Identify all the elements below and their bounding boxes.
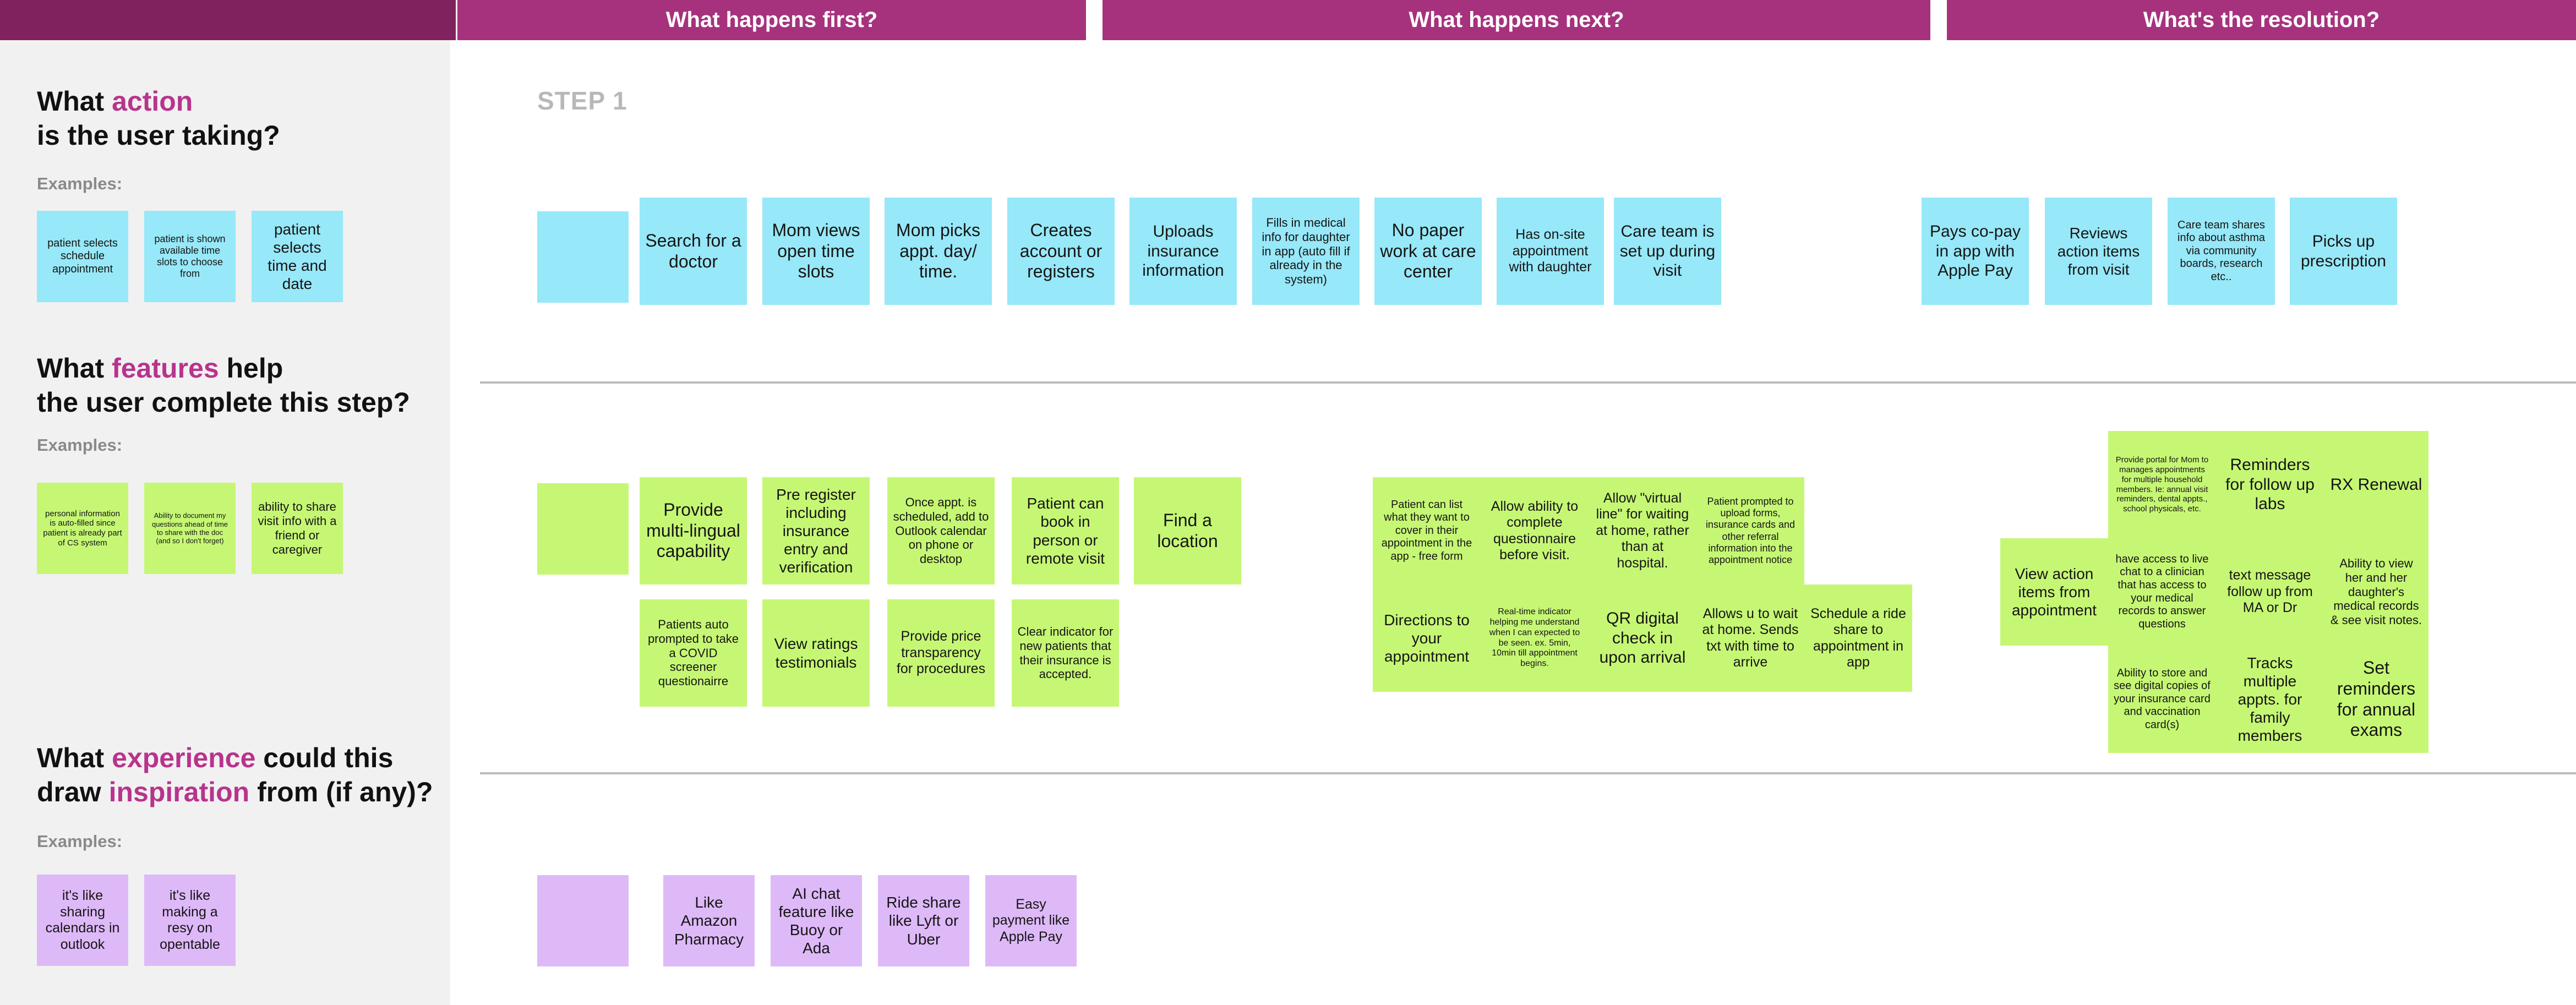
feature-sticky[interactable]: Reminders for follow up labs bbox=[2216, 431, 2324, 538]
action-sticky[interactable]: Creates account or registers bbox=[1007, 198, 1115, 305]
feature-sticky[interactable]: Provide price transparency for procedure… bbox=[887, 599, 995, 707]
feature-sticky[interactable]: View action items from appointment bbox=[2000, 538, 2108, 646]
feature-sticky[interactable]: Patients auto prompted to take a COVID s… bbox=[640, 599, 747, 707]
feature-sticky[interactable]: Allow "virtual line" for waiting at home… bbox=[1589, 477, 1696, 585]
example-sticky[interactable]: it's like sharing calendars in outlook bbox=[37, 875, 128, 966]
resolution-action-sticky[interactable]: Care team shares info about asthma via c… bbox=[2168, 198, 2275, 305]
feature-sticky[interactable]: Patient prompted to upload forms, insura… bbox=[1696, 477, 1804, 585]
action-sticky[interactable]: Mom picks appt. day/ time. bbox=[885, 198, 992, 305]
question-features: What features help the user complete thi… bbox=[37, 353, 410, 418]
feature-sticky[interactable]: RX Renewal bbox=[2324, 431, 2428, 538]
header-what-happens-first: What happens first? bbox=[457, 0, 1086, 40]
feature-sticky[interactable]: Clear indicator for new patients that th… bbox=[1012, 599, 1119, 707]
feature-sticky[interactable]: Pre register including insurance entry a… bbox=[762, 477, 870, 585]
question-experience: What experience could this draw inspirat… bbox=[37, 742, 433, 807]
resolution-action-sticky[interactable]: Picks up prescription bbox=[2290, 198, 2397, 305]
feature-sticky[interactable]: Ability to view her and her daughter's m… bbox=[2324, 538, 2428, 646]
action-sticky[interactable]: Has on-site appointment with daughter bbox=[1497, 198, 1604, 305]
action-sticky[interactable]: Care team is set up during visit bbox=[1614, 198, 1721, 305]
feature-sticky[interactable]: Ability to store and see digital copies … bbox=[2108, 646, 2216, 753]
row-divider bbox=[480, 772, 2576, 774]
action-sticky[interactable]: Fills in medical info for daughter in ap… bbox=[1252, 198, 1360, 305]
example-sticky[interactable]: personal information is auto-filled sinc… bbox=[37, 483, 128, 574]
feature-sticky[interactable]: QR digital check in upon arrival bbox=[1589, 585, 1696, 692]
row-divider bbox=[480, 381, 2576, 384]
header-what-happens-next: What happens next? bbox=[1103, 0, 1930, 40]
feature-sticky-blank[interactable] bbox=[537, 483, 629, 575]
feature-sticky[interactable]: Patient can book in person or remote vis… bbox=[1012, 477, 1119, 585]
example-sticky[interactable]: Ability to document my questions ahead o… bbox=[144, 483, 236, 574]
example-sticky[interactable]: patient selects time and date bbox=[252, 211, 343, 302]
feature-sticky[interactable]: Set reminders for annual exams bbox=[2324, 646, 2428, 753]
question-action: What action is the user taking? bbox=[37, 86, 280, 151]
inspiration-sticky-blank[interactable] bbox=[537, 875, 629, 966]
feature-sticky[interactable]: Provide portal for Mom to manages appoin… bbox=[2108, 431, 2216, 538]
action-sticky[interactable]: No paper work at care center bbox=[1374, 198, 1482, 305]
feature-sticky[interactable]: Allows u to wait at home. Sends txt with… bbox=[1696, 585, 1804, 692]
feature-sticky[interactable]: View ratings testimonials bbox=[762, 599, 870, 707]
example-sticky[interactable]: ability to share visit info with a frien… bbox=[252, 483, 343, 574]
feature-sticky[interactable]: Patient can list what they want to cover… bbox=[1373, 477, 1481, 585]
feature-sticky[interactable]: Real-time indicator helping me understan… bbox=[1481, 585, 1589, 692]
feature-sticky[interactable]: have access to live chat to a clinician … bbox=[2108, 538, 2216, 646]
examples-label-experience: Examples: bbox=[37, 832, 123, 851]
action-sticky-blank[interactable] bbox=[537, 211, 629, 303]
feature-sticky[interactable]: Schedule a ride share to appointment in … bbox=[1804, 585, 1912, 692]
example-sticky[interactable]: patient is shown available time slots to… bbox=[144, 211, 236, 302]
step-label: STEP 1 bbox=[537, 86, 627, 115]
action-sticky[interactable]: Search for a doctor bbox=[640, 198, 747, 305]
inspiration-sticky[interactable]: AI chat feature like Buoy or Ada bbox=[771, 875, 862, 966]
example-sticky[interactable]: patient selects schedule appointment bbox=[37, 211, 128, 302]
feature-sticky[interactable]: Once appt. is scheduled, add to Outlook … bbox=[887, 477, 995, 585]
resolution-action-sticky[interactable]: Pays co-pay in app with Apple Pay bbox=[1922, 198, 2029, 305]
example-sticky[interactable]: it's like making a resy on opentable bbox=[144, 875, 236, 966]
examples-label-features: Examples: bbox=[37, 435, 123, 455]
inspiration-sticky[interactable]: Easy payment like Apple Pay bbox=[985, 875, 1077, 966]
feature-sticky[interactable]: Directions to your appointment bbox=[1373, 585, 1481, 692]
header-resolution: What's the resolution? bbox=[1947, 0, 2576, 40]
inspiration-sticky[interactable]: Ride share like Lyft or Uber bbox=[878, 875, 969, 966]
resolution-action-sticky[interactable]: Reviews action items from visit bbox=[2045, 198, 2152, 305]
feature-sticky[interactable]: Find a location bbox=[1134, 477, 1241, 585]
inspiration-sticky[interactable]: Like Amazon Pharmacy bbox=[663, 875, 755, 966]
feature-sticky[interactable]: text message follow up from MA or Dr bbox=[2216, 538, 2324, 646]
examples-label-action: Examples: bbox=[37, 174, 123, 193]
header-corner bbox=[0, 0, 456, 40]
feature-sticky[interactable]: Allow ability to complete questionnaire … bbox=[1481, 477, 1589, 585]
feature-sticky[interactable]: Provide multi-lingual capability bbox=[640, 477, 747, 585]
feature-sticky[interactable]: Tracks multiple appts. for family member… bbox=[2216, 646, 2324, 753]
action-sticky[interactable]: Mom views open time slots bbox=[762, 198, 870, 305]
action-sticky[interactable]: Uploads insurance information bbox=[1129, 198, 1237, 305]
